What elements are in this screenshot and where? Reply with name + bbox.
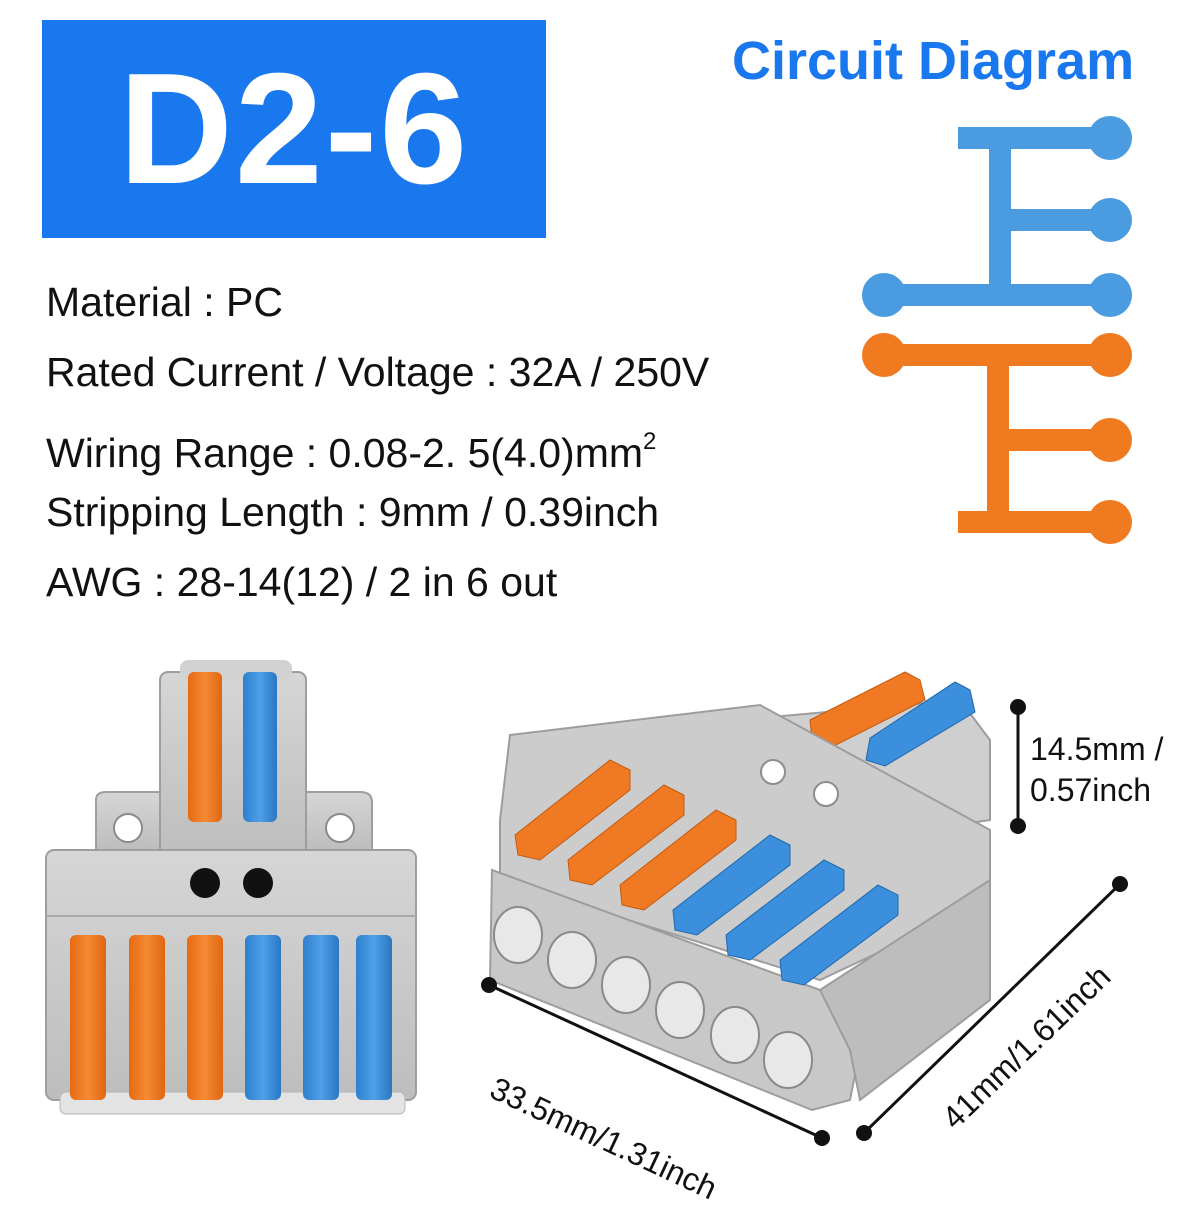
model-title-box: D2-6 bbox=[42, 20, 546, 238]
spec-rated-current-voltage: Rated Current / Voltage : 32A / 250V bbox=[46, 349, 710, 395]
model-title: D2-6 bbox=[118, 41, 470, 217]
spec-wiring-range: Wiring Range : 0.08-2. 5(4.0)mm2 bbox=[46, 428, 657, 476]
height-label-inch: 0.57inch bbox=[1030, 772, 1151, 808]
spec-stripping-length: Stripping Length : 9mm / 0.39inch bbox=[46, 489, 660, 535]
height-label-mm: 14.5mm / bbox=[1030, 731, 1164, 767]
circuit-diagram-title: Circuit Diagram bbox=[732, 31, 1135, 91]
spec-awg: AWG : 28-14(12) / 2 in 6 out bbox=[46, 559, 558, 605]
spec-list: Material : PC Rated Current / Voltage : … bbox=[46, 274, 709, 624]
spec-material: Material : PC bbox=[46, 279, 283, 325]
